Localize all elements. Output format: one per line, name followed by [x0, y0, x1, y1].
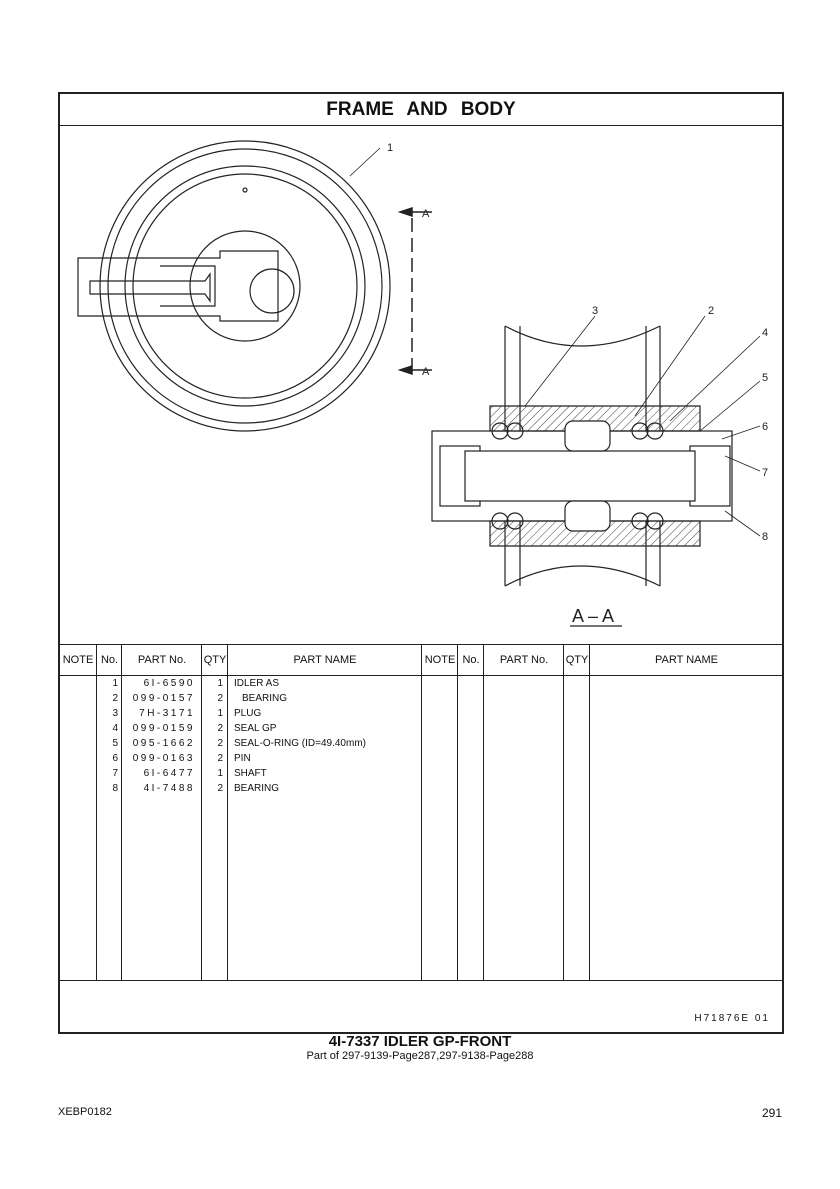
part-name: BEARING — [234, 783, 280, 794]
part-name: PLUG — [234, 708, 262, 719]
item-no: 7 — [112, 768, 118, 779]
table-row: 2 099-0157 2 BEARING — [60, 691, 782, 706]
callout-8: 8 — [762, 531, 768, 543]
table-row: 1 6I-6590 1 IDLER AS — [60, 676, 782, 691]
leader-lines — [349, 147, 761, 537]
assembly-subtitle: Part of 297-9139-Page287,297-9138-Page28… — [306, 1050, 534, 1062]
part-number: 4I-7488 — [143, 783, 195, 794]
callout-7: 7 — [762, 467, 768, 479]
part-name: SEAL-O-RING (ID=49.40mm) — [234, 738, 366, 749]
quantity: 2 — [217, 723, 223, 734]
callout-6: 6 — [762, 421, 768, 433]
idler-side-view — [77, 140, 391, 432]
part-name: SEAL GP — [234, 723, 277, 734]
section-view — [431, 325, 733, 587]
section-label: A – A — [572, 606, 614, 626]
svg-text:A: A — [422, 366, 430, 378]
table-row: 6 099-0163 2 PIN — [60, 751, 782, 766]
part-number: 7H-3171 — [139, 708, 195, 719]
quantity: 2 — [217, 693, 223, 704]
document-id: XEBP0182 — [58, 1106, 112, 1118]
part-name: BEARING — [242, 693, 288, 704]
quantity: 2 — [217, 738, 223, 749]
table-row: 7 6I-6477 1 SHAFT — [60, 766, 782, 781]
page-number: 291 — [761, 1106, 782, 1120]
quantity: 1 — [217, 708, 223, 719]
item-no: 5 — [112, 738, 118, 749]
table-row: 4 099-0159 2 SEAL GP — [60, 721, 782, 736]
exploded-drawing: A A — [60, 126, 782, 644]
assembly-title: 4I-7337 IDLER GP-FRONT — [328, 1033, 512, 1050]
callout-3: 3 — [592, 305, 598, 317]
part-number: 6I-6590 — [143, 678, 195, 689]
table-row: 5 095-1662 2 SEAL-O-RING (ID=49.40mm) — [60, 736, 782, 751]
part-number: 095-1662 — [132, 738, 195, 749]
callout-2: 2 — [708, 305, 714, 317]
part-number: 099-0159 — [132, 723, 195, 734]
section-marks — [397, 206, 432, 376]
quantity: 1 — [217, 768, 223, 779]
item-no: 3 — [112, 708, 118, 719]
part-number: 099-0163 — [132, 753, 195, 764]
quantity: 1 — [217, 678, 223, 689]
drawing-code: H71876E 01 — [694, 1013, 770, 1024]
table-footer: H71876E 01 — [60, 980, 782, 1033]
callout-5: 5 — [762, 372, 768, 384]
page-title: FRAME AND BODY — [60, 94, 782, 126]
part-name: IDLER AS — [234, 678, 280, 689]
quantity: 2 — [217, 753, 223, 764]
item-no: 8 — [112, 783, 118, 794]
quantity: 2 — [217, 783, 223, 794]
table-row: 8 4I-7488 2 BEARING — [60, 781, 782, 796]
part-name: SHAFT — [234, 768, 267, 779]
part-number: 099-0157 — [132, 693, 195, 704]
svg-text:A: A — [422, 208, 430, 220]
item-no: 6 — [112, 753, 118, 764]
item-no: 2 — [112, 693, 118, 704]
item-no: 1 — [112, 678, 118, 689]
callout-4: 4 — [762, 327, 768, 339]
callout-1: 1 — [387, 142, 393, 154]
table-row: 3 7H-3171 1 PLUG — [60, 706, 782, 721]
item-no: 4 — [112, 723, 118, 734]
part-number: 6I-6477 — [143, 768, 195, 779]
part-name: PIN — [234, 753, 251, 764]
parts-frame: FRAME AND BODY A A — [58, 92, 784, 1034]
